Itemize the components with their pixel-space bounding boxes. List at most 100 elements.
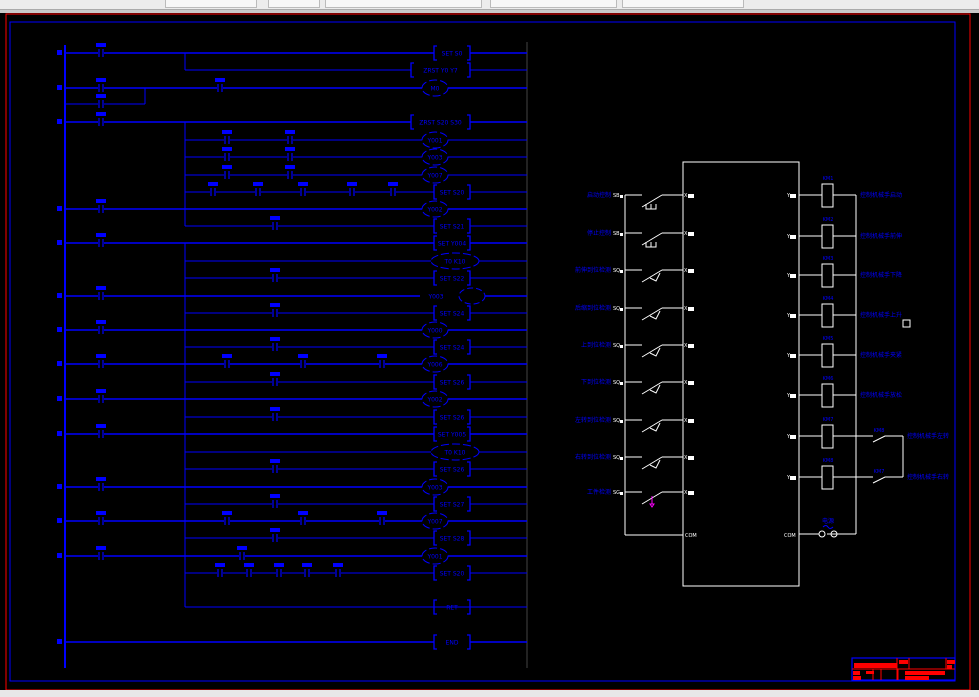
input-label: 前伸到位检测 bbox=[575, 266, 611, 274]
contact-address-label bbox=[270, 216, 280, 220]
contact-address-label bbox=[270, 494, 280, 498]
terminal bbox=[790, 476, 796, 480]
terminal bbox=[688, 307, 694, 311]
output-label: M0 bbox=[431, 86, 440, 93]
coil-symbol bbox=[421, 79, 449, 97]
contact-gap bbox=[217, 84, 223, 92]
rung-number-marker bbox=[57, 361, 62, 366]
limit-switch-icon bbox=[649, 347, 661, 357]
contact-address-label bbox=[222, 511, 232, 515]
coil-symbol bbox=[421, 355, 449, 373]
input-tag: SQ bbox=[613, 418, 620, 424]
contact-address-label bbox=[222, 165, 232, 169]
output-label: Y003 bbox=[427, 294, 443, 301]
contact-address-label bbox=[96, 78, 106, 82]
input-tag: SQ bbox=[613, 343, 620, 349]
contact-gap bbox=[272, 309, 278, 317]
output-label: 控制机械手夹紧 bbox=[860, 351, 902, 359]
instruction-box-bg bbox=[434, 531, 470, 545]
output-label: Y007 bbox=[426, 173, 442, 180]
rung-number-marker bbox=[57, 431, 62, 436]
switch-blade bbox=[641, 344, 663, 358]
rung-number-marker bbox=[57, 50, 62, 55]
input-tag: SQ bbox=[613, 306, 620, 312]
coil-symbol bbox=[421, 166, 449, 184]
instruction-brackets bbox=[433, 270, 471, 286]
contact-gap bbox=[300, 517, 306, 525]
switch-blade bbox=[641, 419, 663, 433]
terminal bbox=[688, 419, 694, 423]
contact-address-label bbox=[270, 528, 280, 532]
terminal bbox=[620, 420, 623, 423]
terminal bbox=[688, 381, 694, 385]
limit-switch-icon bbox=[649, 459, 661, 469]
contact-address-label bbox=[96, 354, 106, 358]
coil-symbol bbox=[458, 287, 486, 305]
input-label: 右转到位检测 bbox=[575, 453, 611, 461]
lineweight-dropdown[interactable] bbox=[622, 0, 744, 8]
input-terminal: X bbox=[684, 455, 688, 461]
contact-gap bbox=[335, 569, 341, 577]
linetype-dropdown[interactable] bbox=[490, 0, 617, 8]
sensor-icon bbox=[649, 503, 655, 508]
instruction-brackets bbox=[433, 374, 471, 390]
instruction-brackets bbox=[433, 409, 471, 425]
title-block bbox=[851, 657, 956, 681]
contact-gap bbox=[224, 517, 230, 525]
contact-address-label bbox=[285, 147, 295, 151]
instruction-box-bg bbox=[434, 340, 470, 354]
toolbar-field-2[interactable] bbox=[268, 0, 320, 8]
interlock-contact bbox=[872, 435, 903, 443]
contact-address-label bbox=[215, 78, 225, 82]
relay-coil bbox=[821, 303, 834, 328]
terminal bbox=[620, 270, 623, 273]
contact-address-label bbox=[302, 563, 312, 567]
contact-address-label bbox=[333, 563, 343, 567]
instruction-brackets bbox=[410, 114, 471, 130]
relay-coil-label: KM7 bbox=[823, 417, 834, 423]
contact-gap bbox=[287, 136, 293, 144]
plc-com-out: COM bbox=[784, 533, 796, 539]
instruction-brackets bbox=[410, 62, 471, 78]
output-terminal: Y bbox=[786, 353, 791, 359]
plc-body bbox=[682, 161, 800, 587]
interlock-contact bbox=[872, 476, 903, 484]
toolbar-field-1[interactable] bbox=[165, 0, 257, 8]
output-label: ZRST S20 S30 bbox=[419, 120, 462, 127]
contact-gap bbox=[272, 500, 278, 508]
output-label: 控制机械手下降 bbox=[860, 271, 902, 279]
switch-blade bbox=[641, 307, 663, 321]
output-terminal: Y bbox=[786, 273, 791, 279]
instruction-box-bg bbox=[411, 115, 470, 129]
contact-address-label bbox=[96, 546, 106, 550]
contact-gap bbox=[272, 465, 278, 473]
power-label: 电源 bbox=[822, 517, 834, 525]
contact-address-label bbox=[222, 147, 232, 151]
contact-gap bbox=[98, 326, 104, 334]
output-terminal: Y bbox=[786, 393, 791, 399]
contact-address-label bbox=[96, 199, 106, 203]
relay-coil-label: KM6 bbox=[823, 376, 834, 382]
terminal bbox=[790, 394, 796, 398]
layer-dropdown[interactable] bbox=[325, 0, 482, 8]
instruction-brackets bbox=[433, 184, 471, 200]
contact-address-label bbox=[96, 43, 106, 47]
title-block-text bbox=[853, 671, 860, 675]
pushbutton-icon bbox=[645, 242, 657, 248]
contact-address-label bbox=[270, 372, 280, 376]
contact-address-label bbox=[215, 563, 225, 567]
relay-coil-label: KM5 bbox=[823, 336, 834, 342]
contact-gap bbox=[217, 569, 223, 577]
relay-coil bbox=[821, 263, 834, 288]
contact-address-label bbox=[96, 389, 106, 393]
input-tag: SB bbox=[613, 231, 620, 237]
output-label: 控制机械手上升 bbox=[860, 311, 902, 319]
output-label: Y002 bbox=[426, 397, 442, 404]
title-block-text bbox=[947, 665, 952, 669]
input-label: 下到位检测 bbox=[581, 378, 611, 386]
plc-com-in: COM bbox=[685, 533, 697, 539]
terminal bbox=[790, 435, 796, 439]
